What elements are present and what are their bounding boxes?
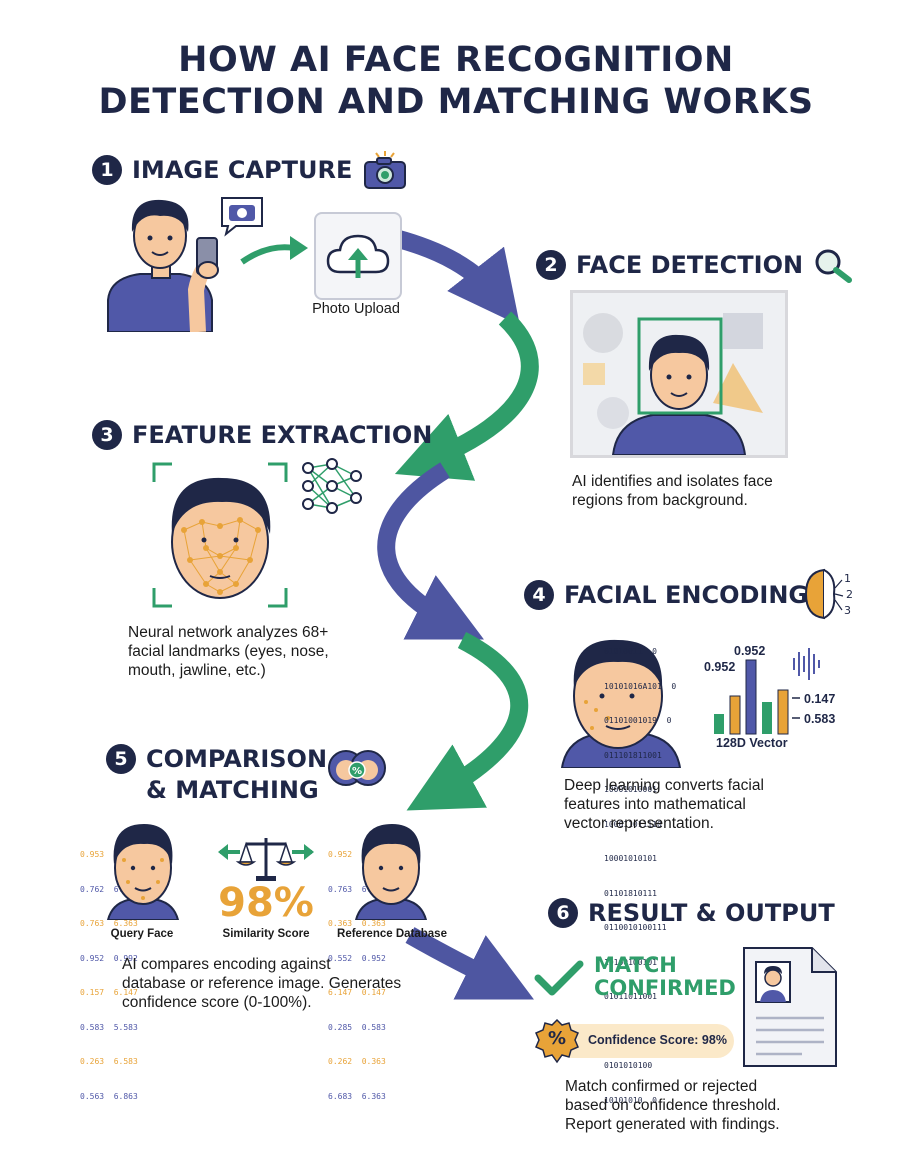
document-icon: [743, 947, 837, 1067]
camera-icon: [364, 151, 407, 189]
similarity-score-label: Similarity Score: [222, 928, 310, 940]
step4-label: FACIAL ENCODING: [564, 581, 809, 609]
step2-label: FACE DETECTION: [576, 251, 804, 279]
page-title-line2: DETECTION AND MATCHING WORKS: [98, 82, 814, 122]
query-face-illustration: [106, 824, 180, 920]
step5-description: AI compares encoding against database or…: [122, 956, 402, 1011]
step5-label-line1: COMPARISON: [146, 745, 328, 773]
arrow-step2-to-step3: [394, 311, 539, 481]
step4-number: 4: [524, 580, 554, 610]
step2-heading: 2 FACE DETECTION: [536, 247, 855, 283]
upload-cloud-icon: [326, 234, 390, 278]
step3-heading: 3 FEATURE EXTRACTION: [92, 420, 432, 450]
step1-heading: 1 IMAGE CAPTURE: [92, 150, 408, 190]
step3-description: Neural network analyzes 68+ facial landm…: [128, 624, 329, 679]
similarity-score: 98%: [218, 880, 314, 926]
confidence-score-text: Confidence Score: 98%: [588, 1033, 727, 1047]
step6-heading: 6 RESULT & OUTPUT: [548, 898, 835, 928]
step1-number: 1: [92, 155, 122, 185]
checkmark-icon: [534, 960, 584, 996]
vector-value-mid: 0.147: [804, 692, 836, 706]
photo-upload-box[interactable]: [314, 212, 402, 300]
landmark-face-illustration: [152, 462, 288, 608]
step4-heading: 4 FACIAL ENCODING: [524, 580, 808, 610]
svg-text:1: 1: [844, 572, 851, 585]
reference-face-illustration: [354, 824, 428, 920]
faces-percent-icon: %: [328, 750, 386, 786]
vector-bar-chart: [714, 648, 820, 735]
vector-value-left: 0.952: [704, 660, 736, 674]
face-detection-scene: [583, 313, 763, 455]
arrow-step1-to-step2: [392, 229, 520, 326]
person-with-phone-illustration: [107, 199, 219, 332]
query-face-label: Query Face: [110, 928, 174, 940]
svg-text:2: 2: [846, 588, 853, 601]
page-title-line1: HOW AI FACE RECOGNITION: [178, 40, 734, 80]
match-confirmed-text: MATCH CONFIRMED: [594, 953, 736, 1000]
reference-database-label: Reference Database: [337, 928, 447, 940]
neural-network-icon: [302, 458, 362, 514]
scale-icon: [218, 838, 314, 881]
step4-description: Deep learning converts facial features i…: [564, 777, 764, 832]
step3-label: FEATURE EXTRACTION: [132, 421, 433, 449]
arrow-to-upload-icon: [240, 236, 308, 265]
step5-heading: 5 COMPARISON & MATCHING: [106, 744, 327, 804]
vector-value-bottom: 0.583: [804, 712, 836, 726]
step1-label: IMAGE CAPTURE: [132, 156, 353, 184]
magnifier-icon: [815, 249, 853, 283]
step3-number: 3: [92, 420, 122, 450]
step5-number: 5: [106, 744, 136, 774]
face-detection-photo: [570, 290, 788, 458]
confidence-badge-symbol: %: [547, 1028, 567, 1049]
confidence-badge-icon: [535, 1018, 579, 1064]
step6-description: Match confirmed or rejected based on con…: [565, 1078, 781, 1133]
step5-label-line2: & MATCHING: [146, 776, 319, 804]
confidence-pill: [556, 1024, 734, 1058]
svg-text:3: 3: [844, 604, 851, 617]
step2-description: AI identifies and isolates face regions …: [572, 473, 773, 509]
vector-value-top: 0.952: [734, 644, 766, 658]
step2-number: 2: [536, 250, 566, 280]
svg-text:%: %: [352, 766, 362, 777]
arrow-step4-to-step5: [406, 631, 529, 811]
camera-bubble-icon: [221, 197, 263, 237]
arrow-step3-to-step4: [377, 462, 484, 640]
photo-upload-caption: Photo Upload: [312, 301, 400, 317]
vector-label: 128D Vector: [716, 736, 788, 750]
step6-label: RESULT & OUTPUT: [588, 899, 835, 927]
encoding-face-illustration: [560, 639, 682, 768]
face-numbers-icon: 1 2 3: [804, 568, 853, 620]
arrow-step5-to-step6: [405, 927, 534, 1000]
step6-number: 6: [548, 898, 578, 928]
